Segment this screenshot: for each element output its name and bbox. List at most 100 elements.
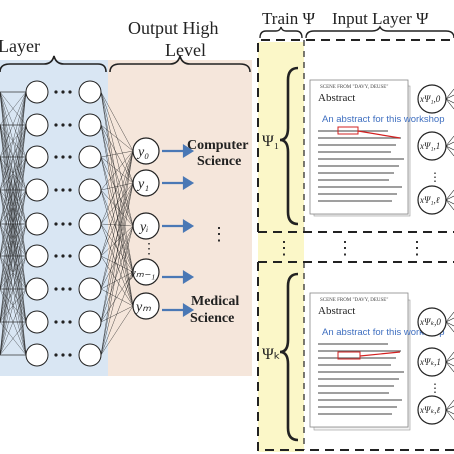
layer-brace xyxy=(0,55,107,73)
ellipsis-dot xyxy=(68,353,72,357)
output-label-y1: y₁ xyxy=(136,177,149,192)
input-neurons-bottom: xΨₖ,0 xΨₖ,1 xΨₖ,ℓ ⋮ xyxy=(417,307,454,425)
input-neuron xyxy=(417,307,447,337)
arrowhead-ym1 xyxy=(182,270,195,284)
edge xyxy=(100,150,134,323)
edge xyxy=(0,91,27,225)
output-layer-panel xyxy=(108,60,252,376)
hidden-neuron xyxy=(78,145,102,169)
arrowhead-yi xyxy=(182,219,195,233)
output-arrows xyxy=(162,144,195,317)
output-heading-line1: Output High xyxy=(128,18,219,38)
doc-abstract-title: Abstract xyxy=(318,305,355,317)
hidden-neuron xyxy=(25,343,49,367)
output-neuron-ym xyxy=(132,292,160,320)
edge xyxy=(100,189,134,273)
edge xyxy=(0,321,27,356)
class-medical-line1: Medical xyxy=(191,294,239,309)
input-label: xΨ₁,ℓ xyxy=(419,195,440,205)
ellipsis-dot xyxy=(61,254,65,258)
output-neurons xyxy=(132,137,160,320)
input-label: xΨ₁,0 xyxy=(419,94,441,104)
ellipsis-dot xyxy=(54,123,58,127)
ellipsis-dot xyxy=(54,222,58,226)
fan-line xyxy=(445,189,454,201)
ellipsis-dot xyxy=(68,123,72,127)
class-computer-line2: Science xyxy=(197,154,241,169)
input-fan-lines xyxy=(445,88,454,211)
hidden-neuron xyxy=(25,212,49,236)
class-computer-line1: Computer xyxy=(187,138,248,153)
fan-line xyxy=(445,317,454,323)
psik-label: Ψₖ xyxy=(262,346,281,363)
doc-subtitle: An abstract for this workshop xyxy=(322,327,445,338)
fan-line xyxy=(445,321,454,333)
fan-line xyxy=(445,361,454,367)
edge xyxy=(100,189,134,227)
fan-line xyxy=(445,98,454,104)
hidden-neuron xyxy=(78,178,102,202)
input-label: xΨₖ,0 xyxy=(419,317,441,327)
doc-subtitle: An abstract for this workshop xyxy=(322,114,445,125)
ellipsis-dot xyxy=(54,254,58,258)
edge xyxy=(100,225,134,290)
fan-line xyxy=(445,351,454,363)
edge xyxy=(0,91,27,191)
input-label: xΨ₁,1 xyxy=(419,141,440,151)
fan-line xyxy=(445,199,454,205)
input-vertical-ellipsis-b: ⋮ xyxy=(408,238,426,258)
document-stack-top: SCENE FROM "DAVY, DEUSE" Abstract An abs… xyxy=(309,79,445,217)
doc-highlight-arrow xyxy=(357,130,401,139)
layer-heading: Layer xyxy=(0,36,40,56)
hidden-neuron xyxy=(78,113,102,137)
psik-brace xyxy=(279,272,299,442)
edge xyxy=(100,305,134,356)
edge xyxy=(100,225,134,257)
doc-header: SCENE FROM "DAVY, DEUSE" xyxy=(320,298,388,303)
hidden-neuron xyxy=(78,212,102,236)
edge xyxy=(100,225,134,323)
hidden-neuron xyxy=(78,244,102,268)
ellipsis-dot xyxy=(68,320,72,324)
edge xyxy=(0,91,27,126)
edge xyxy=(100,124,134,307)
input-neuron xyxy=(417,347,447,377)
edge xyxy=(100,182,134,356)
hidden-neuron xyxy=(25,244,49,268)
output-label-yi: yᵢ xyxy=(138,220,148,235)
hidden-neuron xyxy=(78,277,102,301)
fan-line xyxy=(445,94,454,100)
output-neuron-ym1 xyxy=(132,258,160,286)
output-neuron-yi xyxy=(132,212,160,240)
input-vertical-ellipsis: ⋮ xyxy=(429,170,441,184)
input-vertical-ellipsis-a: ⋮ xyxy=(336,238,354,258)
ellipsis-dot xyxy=(54,155,58,159)
psi1-label: Ψ₁ xyxy=(262,133,279,150)
hidden-neuron xyxy=(78,310,102,334)
ellipsis-dot xyxy=(61,320,65,324)
train-panel xyxy=(258,42,304,452)
edge xyxy=(0,255,27,356)
doc-page-front xyxy=(309,79,409,215)
edge xyxy=(100,150,134,290)
input-neuron xyxy=(417,131,447,161)
edge xyxy=(0,189,27,356)
output-vertical-ellipsis: ⋮ xyxy=(142,242,156,257)
output-brace xyxy=(109,55,251,73)
ellipsis-dot xyxy=(61,90,65,94)
doc-highlight-arrow xyxy=(359,351,401,357)
ellipsis-dot xyxy=(61,188,65,192)
hidden-neuron xyxy=(25,178,49,202)
output-neuron-y1 xyxy=(132,169,160,197)
edge xyxy=(100,255,134,307)
fan-line xyxy=(445,357,454,363)
edge xyxy=(100,223,134,227)
edge xyxy=(100,225,134,356)
input-neuron xyxy=(417,185,447,215)
input-label: xΨₖ,1 xyxy=(419,357,441,367)
ellipsis-dot xyxy=(54,353,58,357)
edge xyxy=(100,156,134,227)
ellipsis-dot xyxy=(61,123,65,127)
edge xyxy=(100,150,134,191)
